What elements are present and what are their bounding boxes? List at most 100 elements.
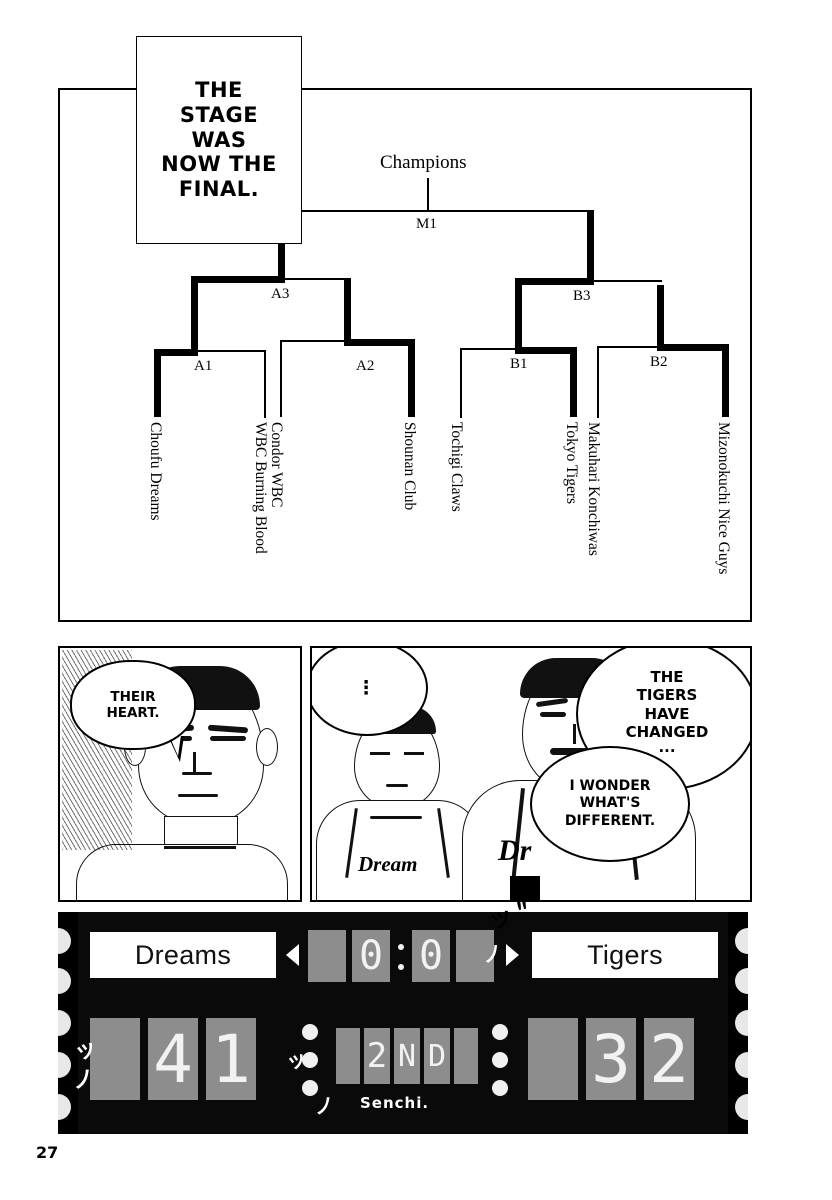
jersey-shoulders	[76, 844, 288, 900]
player-left-jersey-text: Dream	[358, 852, 418, 876]
panel-players: Dream Dr ⋮ THE TIGERS HAVE CHANGED ··· I…	[310, 646, 752, 902]
home-score-digit-2: 1	[206, 1018, 256, 1100]
player-left-eye-r	[404, 752, 424, 755]
label-champions: Champions	[380, 152, 467, 173]
bracket-line-b2-left-vert	[657, 285, 664, 350]
rail-notch	[58, 968, 71, 994]
clock-blank-right	[456, 930, 494, 982]
possession-arrow-left-icon	[286, 944, 299, 966]
rail-notch	[735, 1094, 748, 1120]
bracket-line-makuhari	[597, 346, 599, 418]
period-blank-right	[454, 1028, 478, 1084]
rail-notch	[735, 1010, 748, 1036]
label-b1: B1	[510, 356, 528, 372]
rail-notch	[735, 928, 748, 954]
bracket-line-wbc-burning-blood	[264, 350, 266, 418]
clock-digit-right: 0	[412, 930, 450, 982]
speech-bubble-their-heart: THEIR HEART.	[70, 660, 196, 750]
rail-notch	[58, 1052, 71, 1078]
bracket-line-final-right	[587, 210, 594, 285]
clock-colon-dot-top	[398, 944, 404, 950]
away-score-digit-2: 2	[644, 1018, 694, 1100]
face-mouth	[178, 794, 218, 797]
bracket-thin-a2-left	[280, 340, 346, 342]
scoreboard-rail-right	[728, 912, 748, 1134]
speech-text-their-heart: THEIR HEART.	[106, 688, 160, 721]
sfx-center-no: ノ	[312, 1092, 336, 1120]
sfx-center-tsu: ッ	[283, 1045, 310, 1075]
bracket-line-condor-wbc	[280, 340, 282, 417]
face-nose	[193, 752, 196, 774]
clock-blank-left	[308, 930, 346, 982]
home-foul-dot	[302, 1080, 318, 1096]
home-score-digit-1: 4	[148, 1018, 198, 1100]
bracket-line-a2-right	[344, 339, 415, 346]
away-foul-dot	[492, 1080, 508, 1096]
speech-text-ellipsis: ⋮	[356, 676, 378, 699]
bracket-thin-m1	[285, 210, 590, 212]
bracket-thin-a3-right	[285, 278, 351, 280]
period-char-1: 2	[364, 1028, 390, 1084]
bracket-thin-b2-left	[597, 346, 659, 348]
period-blank-left	[336, 1028, 360, 1084]
away-score-blank	[528, 1018, 578, 1100]
player-left-mouth	[386, 784, 408, 787]
player-right-nose	[573, 724, 576, 744]
home-foul-dot	[302, 1024, 318, 1040]
player-left-eye-l	[370, 752, 390, 755]
label-a3: A3	[271, 286, 290, 302]
clock-digit-left: 0	[352, 930, 390, 982]
away-foul-dot	[492, 1052, 508, 1068]
bracket-line-a1-left	[154, 349, 198, 356]
home-foul-dot	[302, 1052, 318, 1068]
scoreboard: Dreams Tigers 0 0 4 1 2 N D 3 2 Senchi. …	[58, 912, 748, 1134]
bracket-thin-a1-right	[198, 350, 266, 352]
bracket-line-tokyo-tigers	[570, 347, 577, 417]
face-ear-right	[256, 728, 278, 766]
bracket-line-a3-left	[191, 276, 285, 283]
jersey-collar	[164, 846, 236, 849]
page-number: 27	[36, 1143, 59, 1162]
rail-notch	[735, 968, 748, 994]
label-a2: A2	[356, 358, 375, 374]
team-label-tochigi-claws: Tochigi Claws	[448, 422, 465, 512]
label-a1: A1	[194, 358, 213, 374]
home-team-name: Dreams	[134, 939, 232, 970]
label-b3: B3	[573, 288, 591, 304]
away-score-digit-1: 3	[586, 1018, 636, 1100]
player-right-jersey-text: Dr	[498, 834, 532, 867]
bracket-line-mizonokuchi	[722, 344, 729, 417]
label-b2: B2	[650, 354, 668, 370]
bracket-line-b2-right	[657, 344, 729, 351]
player-right-eye-l	[540, 712, 566, 717]
scoreboard-brand-label: Senchi.	[360, 1094, 430, 1112]
rail-notch	[58, 1010, 71, 1036]
rail-notch	[735, 1052, 748, 1078]
panel-their-heart: THEIR HEART.	[58, 646, 302, 902]
player-right-shorts	[510, 876, 540, 900]
team-label-makuhari-konchiwas: Makuhari Konchiwas	[585, 422, 602, 556]
rail-notch	[58, 928, 71, 954]
team-label-tokyo-tigers: Tokyo Tigers	[563, 422, 580, 505]
away-foul-dot	[492, 1024, 508, 1040]
possession-arrow-right-icon	[506, 944, 519, 966]
bracket-line-b1-right	[515, 347, 577, 354]
narration-caption-box: THE STAGE WAS NOW THE FINAL.	[136, 36, 302, 244]
speech-text-tigers-changed: THE TIGERS HAVE CHANGED ···	[625, 667, 709, 760]
speech-bubble-wonder: I WONDER WHAT'S DIFFERENT.	[530, 746, 690, 862]
period-char-3: D	[424, 1028, 450, 1084]
speech-bubble-ellipsis: ⋮	[312, 648, 428, 736]
speech-text-wonder: I WONDER WHAT'S DIFFERENT.	[564, 777, 656, 829]
bracket-line-tochigi-claws	[460, 348, 462, 418]
away-team-name-box: Tigers	[532, 932, 718, 978]
team-label-choufu-dreams: Choufu Dreams	[147, 422, 164, 521]
label-m1: M1	[416, 216, 437, 232]
team-label-condor-wbc: Condor WBC	[268, 422, 285, 508]
narration-text: THE STAGE WAS NOW THE FINAL.	[161, 78, 277, 202]
period-char-2: N	[394, 1028, 420, 1084]
clock-colon-dot-bottom	[398, 964, 404, 970]
away-team-name: Tigers	[587, 939, 663, 970]
bracket-champions-stem	[427, 178, 429, 211]
face-eye-right	[210, 736, 246, 741]
team-label-shounan-club: Shounan Club	[401, 422, 418, 511]
